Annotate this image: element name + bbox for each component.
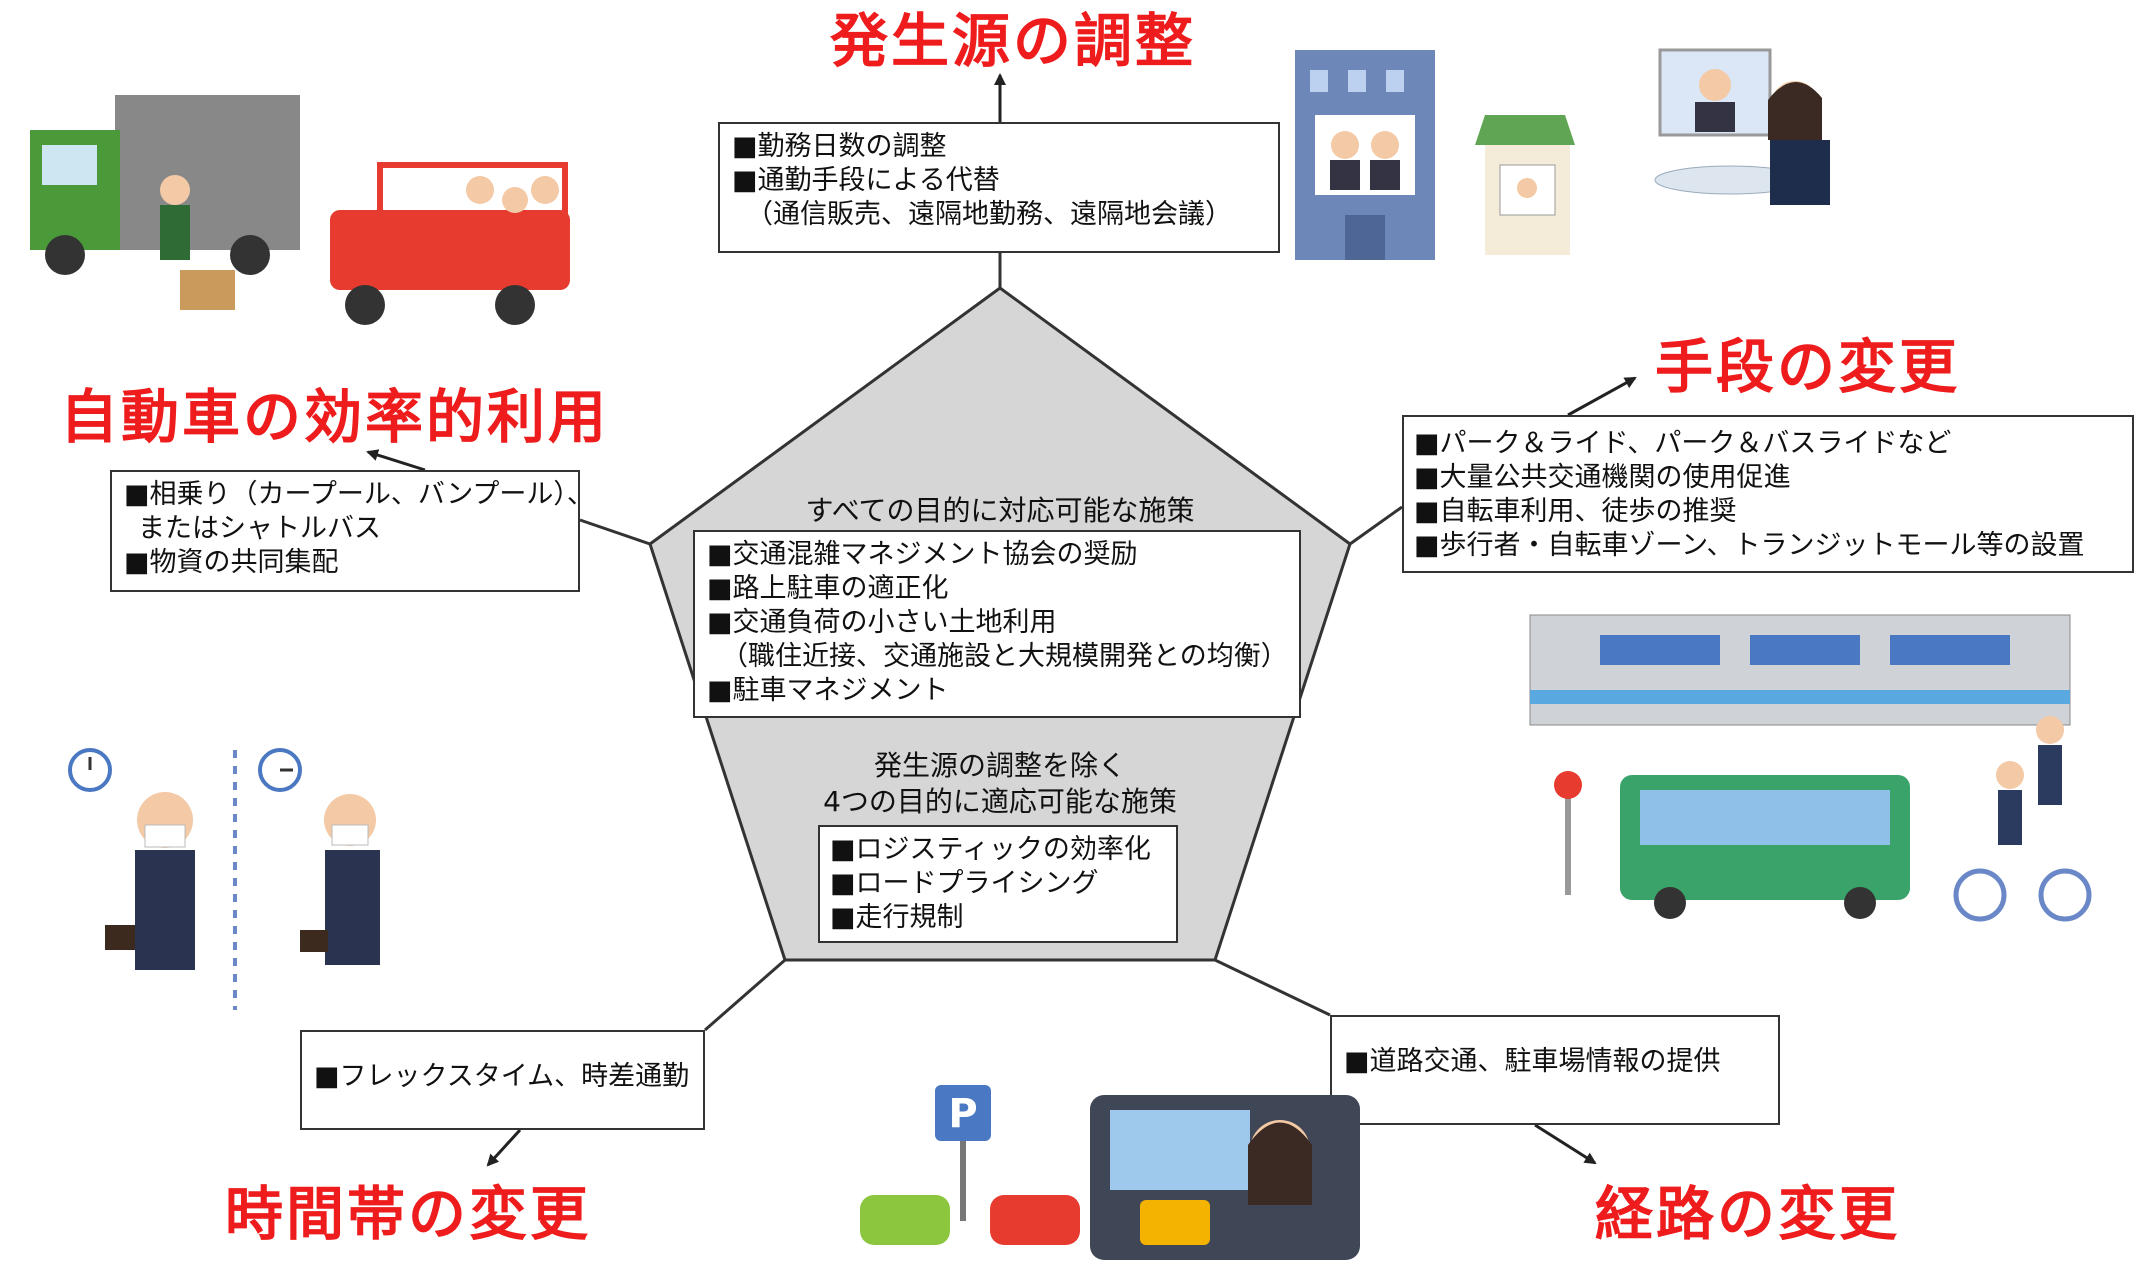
box-bottom-right-item: ■道路交通、駐車場情報の提供: [1344, 1046, 1721, 1077]
truck-car-illustration: [30, 95, 570, 325]
box-left-item: ■物資の共同集配: [124, 547, 339, 578]
connector-left: [579, 518, 651, 546]
center-four-item: ■走行規制: [830, 902, 964, 933]
box-right: ■パーク＆ライド、パーク＆バスライドなど ■大量公共交通機関の使用促進 ■自転車…: [1402, 415, 2134, 573]
box-right-item: ■大量公共交通機関の使用促進: [1414, 462, 1791, 493]
box-top-item: ■通勤手段による代替: [732, 165, 1000, 196]
center-all-item: ■交通混雑マネジメント協会の奨励: [707, 539, 1138, 570]
title-bottom-left: 時間帯の変更: [225, 1180, 592, 1248]
center-all-item: ■交通負荷の小さい土地利用: [707, 607, 1057, 638]
center-four-item: ■ロジスティックの効率化: [830, 834, 1151, 865]
center-four-title-2: 4つの目的に適応可能な施策: [823, 785, 1177, 818]
arrow-right-down-icon: [1534, 1123, 1597, 1165]
center-all-title: すべての目的に対応可能な施策: [805, 494, 1195, 527]
arrow-left-up-icon: [366, 449, 426, 472]
box-right-item: ■歩行者・自転車ゾーン、トランジットモール等の設置: [1414, 530, 2085, 561]
center-all-box: ■交通混雑マネジメント協会の奨励 ■路上駐車の適正化 ■交通負荷の小さい土地利用…: [693, 530, 1301, 718]
box-bottom-left: ■フレックスタイム、時差通勤: [300, 1030, 705, 1130]
box-right-item: ■パーク＆ライド、パーク＆バスライドなど: [1414, 428, 1952, 459]
box-bottom-left-item: ■フレックスタイム、時差通勤: [314, 1061, 690, 1092]
connector-bottom-right: [1214, 958, 1331, 1017]
connector-right: [1349, 505, 1403, 546]
box-left: ■相乗り（カープール、バンプール）、 またはシャトルバス ■物資の共同集配: [110, 470, 594, 592]
box-left-item: またはシャトルバス: [138, 513, 381, 544]
box-top: ■勤務日数の調整 ■通勤手段による代替 （通信販売、遠隔地勤務、遠隔地会議）: [718, 122, 1280, 253]
box-left-item: ■相乗り（カープール、バンプール）、: [124, 479, 594, 510]
remote-work-illustration: [1295, 48, 1830, 260]
center-four-box: ■ロジスティックの効率化 ■ロードプライシング ■走行規制: [818, 825, 1178, 943]
commuters-illustration: [68, 748, 380, 1010]
title-top: 発生源の調整: [830, 7, 1197, 75]
parking-sign-label: P: [948, 1091, 977, 1137]
center-all-item: ■路上駐車の適正化: [707, 573, 949, 604]
box-bottom-right: ■道路交通、駐車場情報の提供: [1330, 1015, 1780, 1125]
connector-bottom-left: [704, 958, 786, 1032]
center-all-item: ■駐車マネジメント: [707, 675, 949, 706]
arrow-left-down-icon: [486, 1128, 522, 1167]
arrow-right-up-icon: [1567, 376, 1637, 417]
box-top-item: （通信販売、遠隔地勤務、遠隔地会議）: [746, 199, 1232, 230]
title-bottom-right: 経路の変更: [1595, 1180, 1901, 1248]
title-right: 手段の変更: [1655, 333, 1961, 401]
parking-navigation-illustration: P: [860, 1085, 1360, 1260]
box-right-item: ■自転車利用、徒歩の推奨: [1414, 496, 1737, 527]
title-left: 自動車の効率的利用: [60, 383, 610, 451]
center-four-item: ■ロードプライシング: [830, 868, 1099, 899]
center-all-item: （職住近接、交通施設と大規模開発との均衡）: [721, 641, 1288, 672]
box-top-item: ■勤務日数の調整: [732, 131, 947, 162]
transit-illustration: [1529, 614, 2092, 922]
center-four-title-1: 発生源の調整を除く: [873, 749, 1126, 782]
